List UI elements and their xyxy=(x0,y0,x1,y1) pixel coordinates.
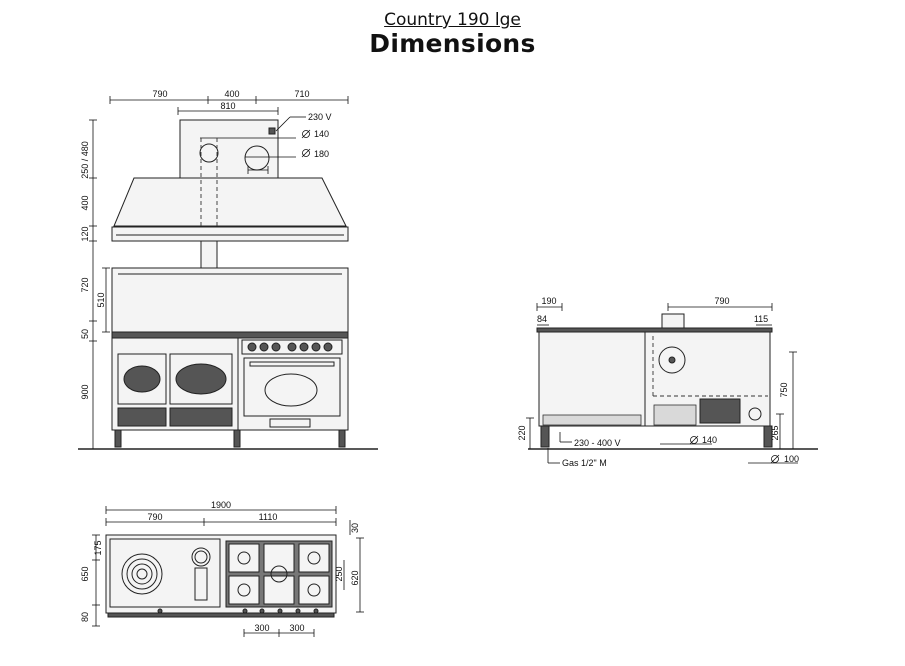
top-right-height-depth: 620 xyxy=(350,570,360,585)
cooktop-edge xyxy=(111,331,349,339)
top-right-width: 1110 xyxy=(259,512,278,522)
side-gas-connection: Gas 1/2" M xyxy=(562,458,607,468)
knob-icon xyxy=(323,342,333,352)
front-width-right: 710 xyxy=(294,89,309,99)
top-hotplate xyxy=(121,553,163,595)
height-cooktop: 50 xyxy=(80,329,90,339)
hood-chimney xyxy=(179,119,279,179)
knob-icon xyxy=(271,342,281,352)
flue-large-diameter: 180 xyxy=(314,149,329,159)
front-width-left: 790 xyxy=(152,89,167,99)
side-vent-box xyxy=(699,398,741,424)
top-left-height-front: 80 xyxy=(80,612,90,622)
oven-badge xyxy=(269,418,311,428)
backsplash xyxy=(111,267,349,333)
side-duct-circle xyxy=(748,407,762,421)
height-chimney: 250 / 480 xyxy=(80,141,90,179)
hood-canopy xyxy=(113,177,347,227)
side-inner-left: 84 xyxy=(537,314,547,324)
top-right-height-burner: 250 xyxy=(334,566,344,581)
side-top-plate xyxy=(536,327,773,333)
height-backsplash: 510 xyxy=(96,292,106,307)
side-duct-diameter: 100 xyxy=(784,454,799,464)
side-voltage-range: 230 - 400 V xyxy=(574,438,621,448)
hood-offset-dimension: 810 xyxy=(220,101,235,111)
side-vent-grille xyxy=(653,404,697,426)
top-view: 1900 790 1110 xyxy=(80,500,364,637)
top-total-width: 1900 xyxy=(211,500,231,510)
top-front-rail xyxy=(107,612,335,618)
side-outlet-circle xyxy=(658,346,686,374)
top-left-height-depth: 650 xyxy=(80,566,90,581)
knob-icon xyxy=(247,342,257,352)
front-width-middle: 400 xyxy=(224,89,239,99)
height-range: 900 xyxy=(80,384,90,399)
top-left-height-back: 175 xyxy=(93,540,103,555)
front-view: 790 400 710 810 230 V 140 180 xyxy=(80,89,349,449)
side-top-left: 190 xyxy=(541,296,556,306)
top-firebox-lid xyxy=(194,567,208,601)
leg xyxy=(540,425,550,448)
leg xyxy=(763,425,773,448)
top-hob-area xyxy=(109,538,221,608)
power-socket-icon xyxy=(268,127,276,135)
side-flue-outlet xyxy=(661,313,685,329)
burner-icon xyxy=(237,551,251,565)
height-rail: 120 xyxy=(80,226,90,241)
burner-icon xyxy=(307,583,321,597)
side-height-low: 265 xyxy=(770,425,780,440)
knob-icon xyxy=(311,342,321,352)
height-hood-clearance: 720 xyxy=(80,277,90,292)
burner-spacing-left: 300 xyxy=(254,623,269,633)
top-right-height-back: 30 xyxy=(350,523,360,533)
side-top-right: 790 xyxy=(714,296,729,306)
stove-window-left xyxy=(123,365,161,393)
ash-drawer-left xyxy=(117,407,167,427)
side-inner-right: 115 xyxy=(754,314,768,324)
burner-icon xyxy=(237,583,251,597)
side-leg-height: 220 xyxy=(517,425,527,440)
leg xyxy=(233,429,241,448)
knob-icon xyxy=(259,342,269,352)
side-base-grille xyxy=(542,414,642,426)
oven-window xyxy=(264,373,318,407)
model-name: Country 190 lge xyxy=(384,10,521,30)
hood-voltage: 230 V xyxy=(308,112,332,122)
burner-spacing-right: 300 xyxy=(289,623,304,633)
side-height-total: 750 xyxy=(779,382,789,397)
side-outlet-diameter: 140 xyxy=(702,435,717,445)
top-left-width: 790 xyxy=(147,512,162,522)
stove-window-right xyxy=(175,363,227,395)
page-title: Dimensions xyxy=(369,29,536,58)
ash-drawer-right xyxy=(169,407,233,427)
leg xyxy=(338,429,346,448)
knob-icon xyxy=(299,342,309,352)
burner-icon xyxy=(307,551,321,565)
side-view: 190 790 84 115 750 265 220 xyxy=(517,296,799,468)
hood-rail xyxy=(111,226,349,242)
flue-small-diameter: 140 xyxy=(314,129,329,139)
burner-icon xyxy=(270,565,288,583)
burner-grid xyxy=(225,540,333,608)
knob-icon xyxy=(287,342,297,352)
height-hood: 400 xyxy=(80,195,90,210)
oven-handle xyxy=(249,361,335,367)
top-flue-opening xyxy=(191,547,211,567)
leg xyxy=(114,429,122,448)
flue-140-circle xyxy=(199,143,219,163)
